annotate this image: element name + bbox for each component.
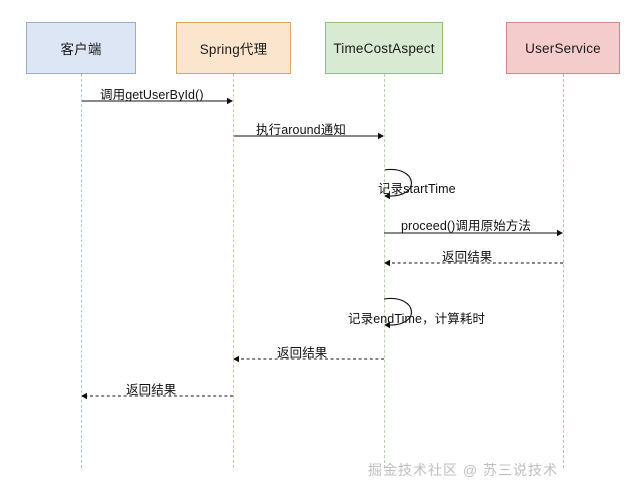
participant-user-service[interactable]: UserService [506, 22, 620, 74]
message-label-m2: 执行around通知 [256, 123, 346, 137]
participant-label: Spring代理 [199, 42, 268, 57]
participant-timecost-aspect[interactable]: TimeCostAspect [325, 22, 443, 74]
message-label-m7: 返回结果 [277, 346, 328, 360]
lifeline-spring-proxy [233, 74, 234, 468]
participant-label: 客户端 [60, 42, 102, 57]
message-label-m8: 返回结果 [126, 383, 177, 397]
message-label-m3: 记录startTime [378, 182, 456, 196]
message-label-m1: 调用getUserById() [100, 88, 204, 102]
participant-label: TimeCostAspect [333, 40, 435, 56]
participant-label: UserService [525, 40, 601, 56]
lifeline-user-service [563, 74, 564, 468]
lifeline-timecost-aspect [384, 74, 385, 468]
participant-spring-proxy[interactable]: Spring代理 [176, 22, 291, 74]
lifeline-client [81, 74, 82, 468]
watermark: 掘金技术社区 @ 苏三说技术 [368, 462, 558, 478]
message-label-m4: proceed()调用原始方法 [401, 219, 531, 233]
message-label-m5: 返回结果 [442, 250, 493, 264]
participant-client[interactable]: 客户端 [26, 22, 136, 74]
message-label-m6: 记录endTime，计算耗时 [348, 312, 486, 326]
